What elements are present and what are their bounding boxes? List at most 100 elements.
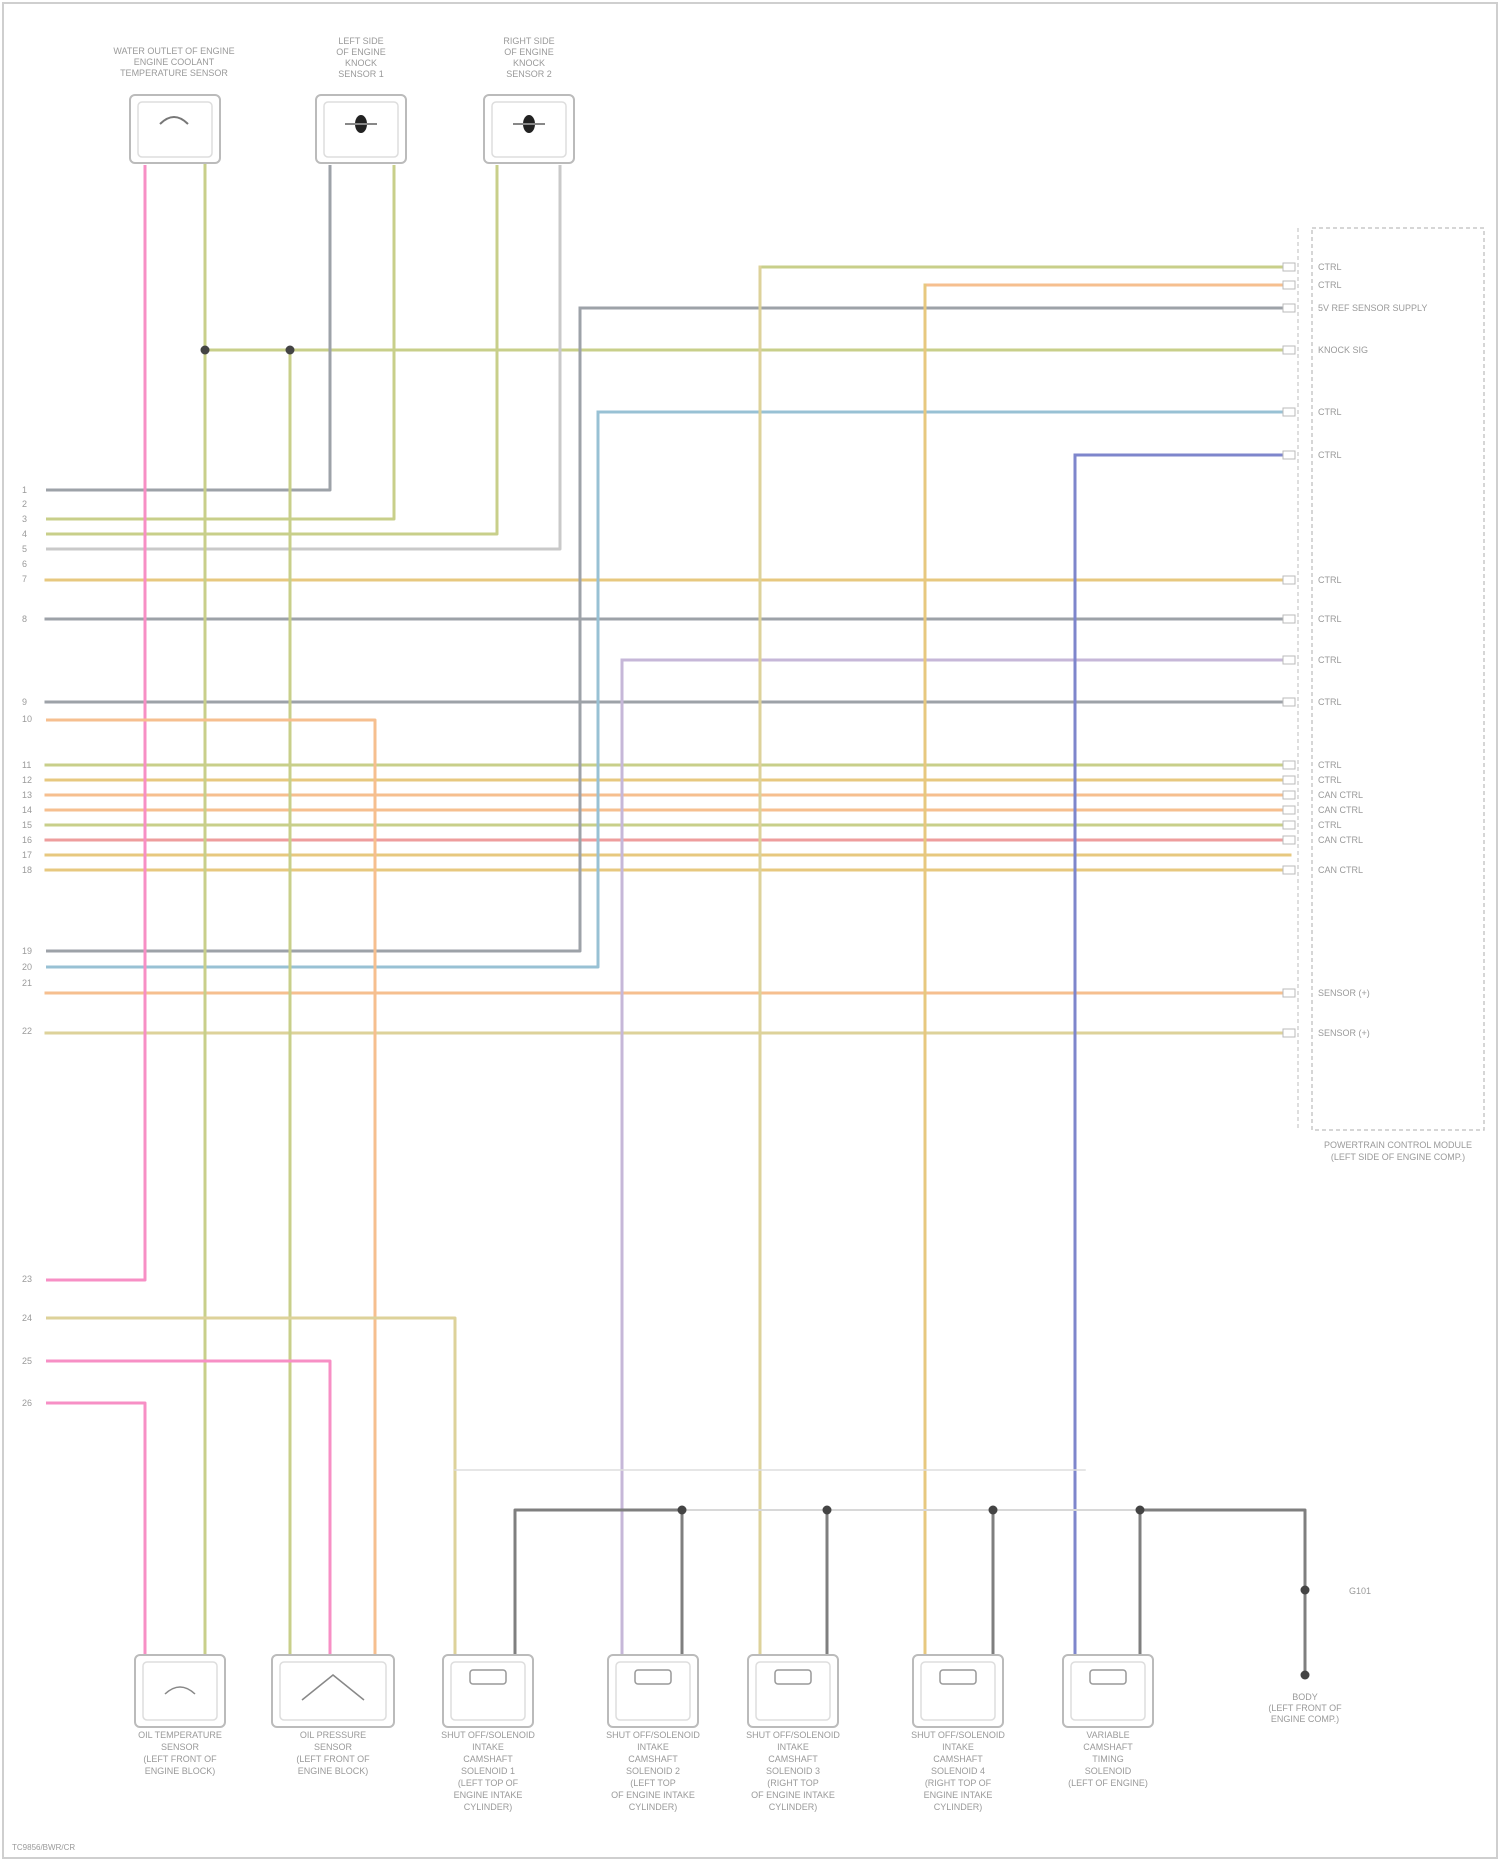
- ground-label: G101: [1349, 1586, 1371, 1596]
- pcm-pin-function: CTRL: [1318, 697, 1342, 707]
- wire-oil-press-pink: [46, 1361, 330, 1660]
- left-pin-number: 1: [22, 485, 27, 495]
- ground-splice-dot: [823, 1506, 832, 1515]
- left-pin-number: 19: [22, 946, 32, 956]
- pcm-pin-function: SENSOR (+): [1318, 1028, 1370, 1038]
- left-pin-number: 17: [22, 850, 32, 860]
- pcm-pin-function: CAN CTRL: [1318, 835, 1363, 845]
- pcm-pin-function: CAN CTRL: [1318, 805, 1363, 815]
- pcm-pin: [1283, 836, 1295, 844]
- camshaft-solenoid-2: [608, 1655, 698, 1727]
- wire-coolant-pink: [46, 165, 145, 1280]
- pcm-pin-function: CTRL: [1318, 450, 1342, 460]
- pcm-pin: [1283, 281, 1295, 289]
- left-pin-number: 15: [22, 820, 32, 830]
- wire-blue-loop: [46, 412, 598, 967]
- ground-g101-dot: [1301, 1671, 1310, 1680]
- splice-knock-sig: [201, 346, 210, 355]
- pcm-pin-function: 5V REF SENSOR SUPPLY: [1318, 303, 1427, 313]
- coolant-temp-sensor-label: WATER OUTLET OF ENGINEENGINE COOLANTTEMP…: [113, 46, 234, 78]
- pcm-pin: [1283, 806, 1295, 814]
- left-pin-number: 23: [22, 1274, 32, 1284]
- oil-pressure-sensor: [272, 1655, 394, 1727]
- pcm-pin-function: CTRL: [1318, 575, 1342, 585]
- pcm-pin-function: CTRL: [1318, 760, 1342, 770]
- splice-knock-sig-2: [286, 346, 295, 355]
- pcm-pin: [1283, 1029, 1295, 1037]
- left-pin-number: 12: [22, 775, 32, 785]
- left-pin-number: 7: [22, 574, 27, 584]
- left-pin-number: 18: [22, 865, 32, 875]
- left-pin-number: 24: [22, 1313, 32, 1323]
- left-pin-number: 11: [22, 760, 31, 770]
- pcm-pin-function: CAN CTRL: [1318, 865, 1363, 875]
- wire-knock1-ret: [46, 165, 394, 519]
- diagram-id: TC9856/BWR/CR: [12, 1843, 75, 1852]
- oil-temperature-sensor: [135, 1655, 225, 1727]
- left-pin-number: 9: [22, 697, 27, 707]
- left-pin-number: 21: [22, 978, 32, 988]
- pcm-pin-function: CTRL: [1318, 655, 1342, 665]
- camshaft-solenoid-1: [443, 1655, 533, 1727]
- left-pin-number: 13: [22, 790, 32, 800]
- left-pin-number: 25: [22, 1356, 32, 1366]
- pcm-pin-function: CTRL: [1318, 820, 1342, 830]
- wire-oil-press-orange: [46, 720, 375, 1660]
- vct-solenoid-label: VARIABLECAMSHAFTTIMINGSOLENOID(LEFT OF E…: [1068, 1730, 1148, 1788]
- left-pin-number: 6: [22, 559, 27, 569]
- left-pin-number: 26: [22, 1398, 32, 1408]
- ground-splice-dot: [1136, 1506, 1145, 1515]
- ground-splice-dot: [678, 1506, 687, 1515]
- pcm-pin-function: CTRL: [1318, 407, 1342, 417]
- pcm-pin: [1283, 304, 1295, 312]
- pcm-pin-function: CTRL: [1318, 280, 1342, 290]
- left-pin-number: 4: [22, 529, 27, 539]
- wire-knock1-sig: [46, 165, 330, 490]
- camshaft-solenoid-4: [913, 1655, 1003, 1727]
- pcm-pin-function: KNOCK SIG: [1318, 345, 1368, 355]
- ground-mid-dot: [1301, 1586, 1310, 1595]
- wire-oil-temp-pink: [46, 1403, 145, 1660]
- pcm-pin: [1283, 776, 1295, 784]
- wire-ground-to-g101: [1140, 1510, 1305, 1675]
- left-pin-number: 16: [22, 835, 32, 845]
- pcm-pin: [1283, 866, 1295, 874]
- left-pin-number: 2: [22, 499, 27, 509]
- pcm-label: POWERTRAIN CONTROL MODULE(LEFT SIDE OF E…: [1324, 1140, 1472, 1162]
- pcm-pin-function: SENSOR (+): [1318, 988, 1370, 998]
- left-pin-number: 14: [22, 805, 32, 815]
- pcm-pin: [1283, 761, 1295, 769]
- coolant-temp-sensor: [130, 95, 220, 163]
- pcm-pin: [1283, 791, 1295, 799]
- pcm-pin-function: CTRL: [1318, 262, 1342, 272]
- pcm-pin-function: CTRL: [1318, 775, 1342, 785]
- component-layer: [130, 95, 1484, 1727]
- pcm-pin-function: CAN CTRL: [1318, 790, 1363, 800]
- pcm-pin: [1283, 656, 1295, 664]
- pcm-pin: [1283, 698, 1295, 706]
- left-pin-number: 5: [22, 544, 27, 554]
- pcm-pin: [1283, 576, 1295, 584]
- wire-ground-1: [515, 1510, 682, 1660]
- left-pin-number: 8: [22, 614, 27, 624]
- wire-layer: [46, 165, 1305, 1675]
- pcm-pin: [1283, 821, 1295, 829]
- camshaft-solenoid-3: [748, 1655, 838, 1727]
- pcm-pin: [1283, 408, 1295, 416]
- pcm-pin-function: CTRL: [1318, 614, 1342, 624]
- pcm-pin: [1283, 989, 1295, 997]
- ground-splice-dot: [989, 1506, 998, 1515]
- left-pin-number: 22: [22, 1026, 32, 1036]
- pcm-pin: [1283, 263, 1295, 271]
- pcm-pin: [1283, 346, 1295, 354]
